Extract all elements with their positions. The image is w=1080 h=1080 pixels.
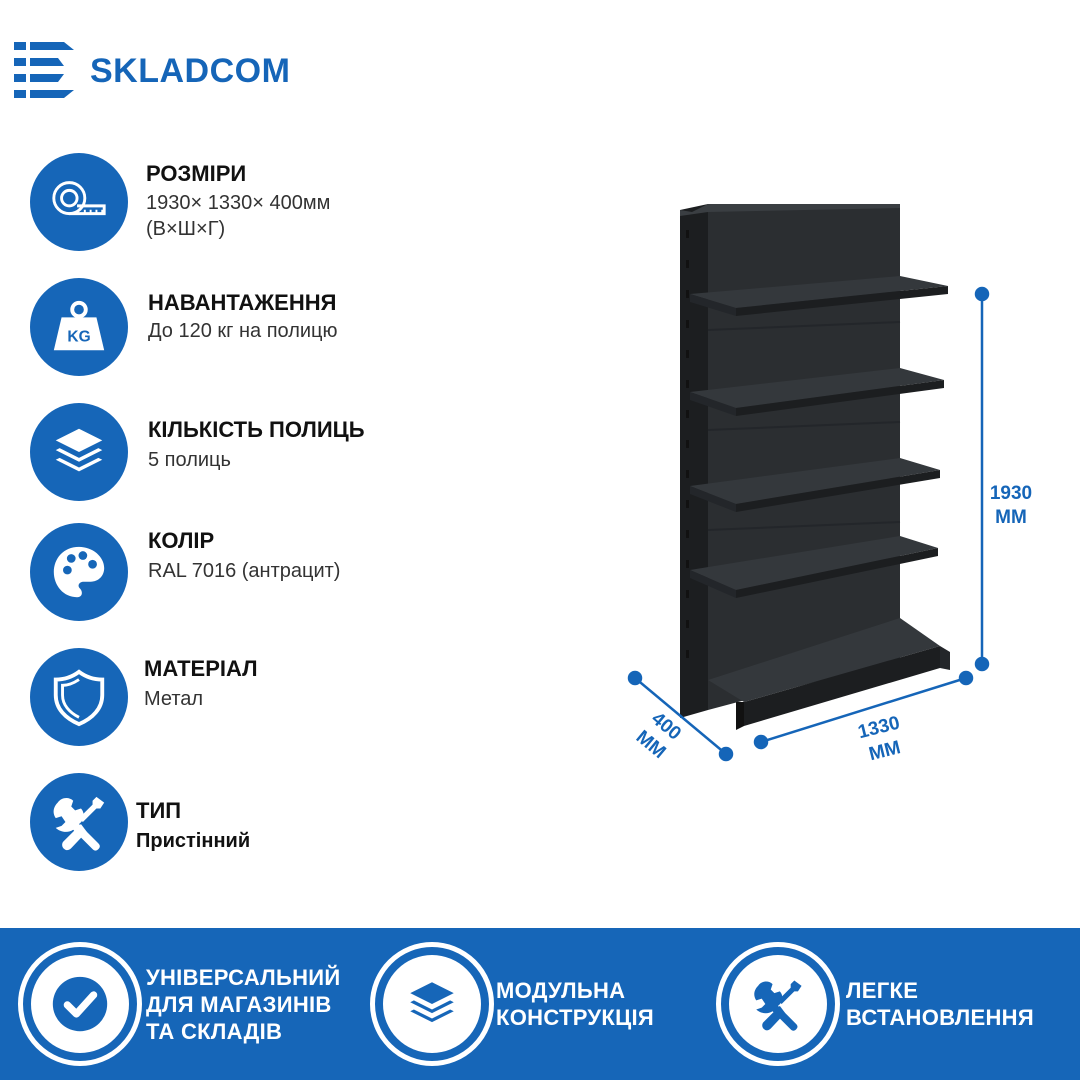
feature-text-line: ЛЕГКЕ [846,978,919,1003]
spec-title: КІЛЬКІСТЬ ПОЛИЦЬ [148,417,365,442]
spec-value: RAL 7016 (антрацит) [148,560,341,582]
layers-icon [410,982,454,1023]
layers-icon [55,428,103,472]
shelf-2 [690,368,944,416]
feature-text-line: ТА СКЛАДІВ [146,1018,283,1044]
spec-icon-circle: KG [30,278,128,376]
spec-shelves: КІЛЬКІСТЬ ПОЛИЦЬ 5 полиць [30,403,470,503]
brand-name: SKLADCOM [90,52,291,90]
feature-easy-install: ЛЕГКЕ ВСТАНОВЛЕННЯ [716,942,1076,1066]
feature-icon-ring [716,942,840,1066]
dimension-height-value: 1930 [989,483,1033,504]
shelf-1 [690,276,948,316]
spec-value-secondary: (В×Ш×Г) [146,218,226,240]
palette-icon [53,546,105,598]
feature-text-line: МОДУЛЬНА [496,978,626,1003]
brand-logo: SKLADCOM [14,38,374,108]
tools-icon [53,796,105,851]
weight-kg-icon: KG [53,300,105,351]
spec-value: Метал [144,688,204,710]
tools-icon [754,980,802,1031]
spec-icon-circle [30,648,128,746]
spec-load: KG НАВАНТАЖЕННЯ До 120 кг на полицю [30,278,470,378]
shelf-3 [690,458,940,512]
spec-value: Пристінний [136,830,251,852]
shelf-4 [690,536,938,598]
spec-title: КОЛІР [148,528,215,553]
feature-text-line: ВСТАНОВЛЕННЯ [846,1005,1034,1030]
dimension-height-unit: ММ [995,507,1027,528]
feature-text-line: УНІВЕРСАЛЬНИЙ [146,964,341,990]
feature-modular: МОДУЛЬНА КОНСТРУКЦІЯ [370,942,710,1066]
spec-title: НАВАНТАЖЕННЯ [148,290,337,315]
spec-title: РОЗМІРИ [146,161,247,186]
spec-value: До 120 кг на полицю [148,320,338,342]
spec-icon-circle [30,773,128,871]
spec-icon-circle [30,153,128,251]
shield-icon [53,669,105,727]
dimension-height-label: 1930 ММ [982,482,1040,530]
spec-color: КОЛІР RAL 7016 (антрацит) [30,523,470,623]
spec-material: МАТЕРІАЛ Метал [30,648,470,748]
spec-value: 1930× 1330× 400мм [146,192,331,214]
spec-icon-circle [30,403,128,501]
weight-kg-label: KG [67,329,90,346]
spec-value: 5 полиць [148,449,231,471]
feature-universal: УНІВЕРСАЛЬНИЙ ДЛЯ МАГАЗИНІВ ТА СКЛАДІВ [18,942,358,1066]
feature-icon-ring [370,942,494,1066]
spec-title: МАТЕРІАЛ [144,656,258,681]
feature-text-line: ДЛЯ МАГАЗИНІВ [146,991,332,1017]
spec-dimensions: РОЗМІРИ 1930× 1330× 400мм (В×Ш×Г) [30,153,470,253]
features-banner: УНІВЕРСАЛЬНИЙ ДЛЯ МАГАЗИНІВ ТА СКЛАДІВ М… [0,928,1080,1080]
tape-measure-icon [52,181,106,216]
spec-title: ТИП [136,798,182,823]
checkmark-icon [52,976,108,1032]
feature-icon-ring [18,942,142,1066]
feature-text-line: КОНСТРУКЦІЯ [496,1005,654,1030]
skladcom-logo-icon [14,42,74,98]
spec-icon-circle [30,523,128,621]
spec-type: ТИП Пристінний [30,773,470,873]
